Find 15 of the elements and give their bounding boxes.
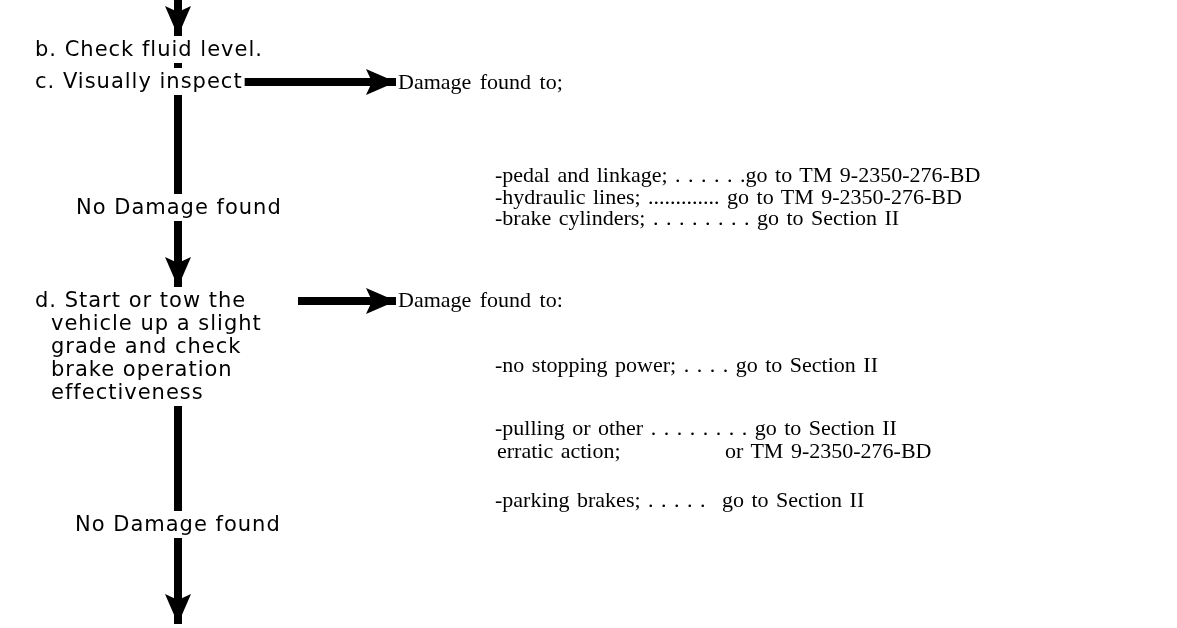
- step-text: No Damage found: [76, 196, 282, 219]
- result-heading: Damage found to;: [398, 71, 563, 93]
- step-text: No Damage found: [75, 513, 281, 536]
- troubleshooting-note: or TM 9-2350-276-BD: [725, 440, 932, 461]
- troubleshooting-note: -hydraulic lines; ............. go to TM 9-2350-276-BD: [495, 186, 962, 207]
- troubleshooting-note: -pulling or other . . . . . . . . go to Section II: [495, 417, 897, 438]
- result-heading: Damage found to:: [398, 289, 563, 311]
- troubleshooting-note: go to Section II: [722, 489, 865, 510]
- troubleshooting-note: -no stopping power; . . . . go to Section II: [495, 354, 878, 375]
- step-text: d. Start or tow the vehicle up a slight grade and check brake operation effectiveness: [35, 289, 296, 404]
- troubleshooting-note: -pedal and linkage; . . . . . .go to TM 9-2350-276-BD: [495, 164, 981, 185]
- troubleshooting-note: -parking brakes; . . . . .: [495, 489, 706, 510]
- troubleshooting-note: erratic action;: [497, 440, 621, 461]
- step-text: b. Check fluid level.: [35, 38, 263, 61]
- step-text: c. Visually inspect: [35, 70, 243, 93]
